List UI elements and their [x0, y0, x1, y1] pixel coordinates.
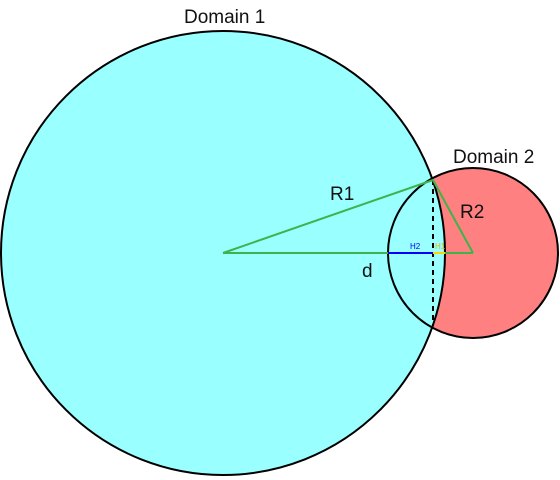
h1-label: H1 — [435, 242, 446, 251]
radius-triangle — [222, 178, 474, 254]
h2-label: H2 — [410, 242, 421, 251]
r2-label: R2 — [460, 202, 484, 223]
d-label: d — [362, 261, 373, 282]
r1-label: R1 — [330, 184, 354, 205]
domain1-label: Domain 1 — [184, 7, 265, 28]
domain2-label: Domain 2 — [453, 147, 534, 168]
